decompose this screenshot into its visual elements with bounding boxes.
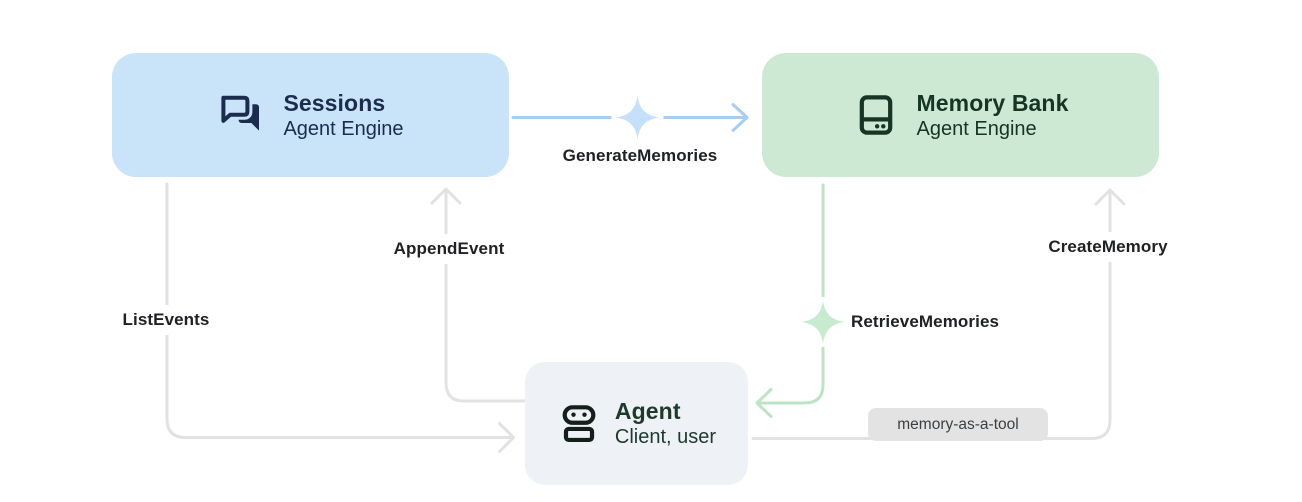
arrowhead-left-icon (755, 388, 773, 418)
robot-icon (562, 404, 596, 442)
edge-label-retrieve-memories: RetrieveMemories (851, 307, 1000, 337)
agent-card: Agent Client, user (525, 362, 748, 485)
chat-icon (218, 92, 260, 131)
memory-bank-card: Memory Bank Agent Engine (762, 53, 1159, 177)
agent-subtitle: Client, user (614, 426, 717, 449)
edge-label-create-memory: CreateMemory (1042, 232, 1174, 262)
edge-retrieve-memories (755, 183, 848, 418)
arrowhead-right-icon (731, 103, 749, 132)
arrowhead-up-icon (1094, 188, 1126, 206)
edge-label-generate-memories: GenerateMemories (556, 141, 724, 171)
memory-bank-title: Memory Bank (916, 89, 1069, 116)
sessions-subtitle: Agent Engine (283, 117, 404, 140)
edge-list-events (165, 182, 515, 453)
arrowhead-up-icon (430, 187, 462, 205)
edge-label-append-event: AppendEvent (387, 234, 511, 264)
sessions-card: Sessions Agent Engine (112, 53, 509, 177)
arrowhead-right-icon (498, 422, 515, 453)
edge-label-list-events: ListEvents (116, 305, 216, 335)
sessions-title: Sessions (283, 89, 386, 116)
edge-append-event (430, 187, 527, 403)
agent-title: Agent (614, 398, 681, 425)
memory-as-a-tool-badge: memory-as-a-tool (868, 408, 1048, 441)
sparkle-icon (615, 95, 660, 140)
edge-create-memory (751, 188, 1126, 440)
edge-generate-memories (511, 91, 749, 144)
storage-icon (859, 95, 892, 135)
sparkle-icon (801, 300, 845, 344)
memory-bank-subtitle: Agent Engine (916, 117, 1037, 140)
